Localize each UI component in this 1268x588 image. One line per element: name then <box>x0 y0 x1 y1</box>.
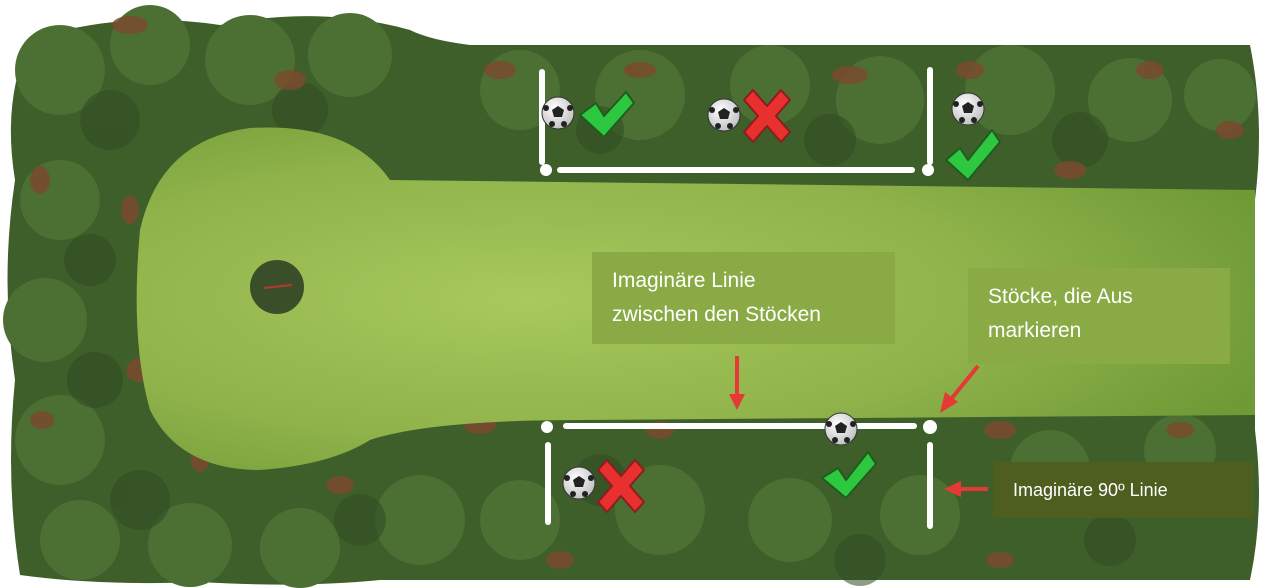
check-icon <box>945 129 1001 181</box>
soccer-ball-icon <box>562 466 596 500</box>
soccer-ball-icon <box>951 92 985 126</box>
callout-line-between-sticks-text-2: zwischen den Stöcken <box>612 303 821 326</box>
callout-out-sticks: Stöcke, die Aus markieren <box>968 268 1230 364</box>
top-left-stick <box>540 164 552 176</box>
callout-line-between-sticks: Imaginäre Linie zwischen den Stöcken <box>592 252 895 344</box>
callout-out-sticks-text-1: Stöcke, die Aus <box>988 285 1133 308</box>
bottom-left-stick <box>541 421 553 433</box>
callout-ninety-degree-line: Imaginäre 90º Linie <box>993 462 1253 518</box>
callout-ninety-degree-line-text: Imaginäre 90º Linie <box>1013 480 1168 500</box>
soccer-ball-icon <box>541 96 575 130</box>
top-right-stick <box>922 164 934 176</box>
check-icon <box>821 451 877 499</box>
arrow-icon <box>940 364 980 413</box>
callout-line-between-sticks-text-1: Imaginäre Linie <box>612 269 756 292</box>
arrow-icon <box>729 356 745 410</box>
hole-icon <box>250 260 304 314</box>
check-icon <box>579 91 635 138</box>
arrow-icon <box>944 481 988 497</box>
cross-icon <box>597 459 645 513</box>
cross-icon <box>743 89 791 143</box>
bottom-right-stick <box>923 420 937 434</box>
callout-out-sticks-text-2: markieren <box>988 319 1082 342</box>
soccer-ball-icon <box>824 412 858 446</box>
soccer-ball-icon <box>707 98 741 132</box>
